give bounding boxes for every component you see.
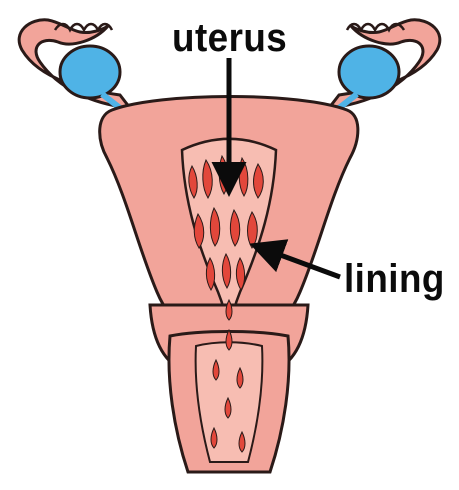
- label-uterus: uterus: [172, 18, 287, 58]
- right-ovary-icon: [339, 46, 399, 98]
- label-lining: lining: [344, 259, 445, 299]
- left-ovary-icon: [60, 46, 120, 98]
